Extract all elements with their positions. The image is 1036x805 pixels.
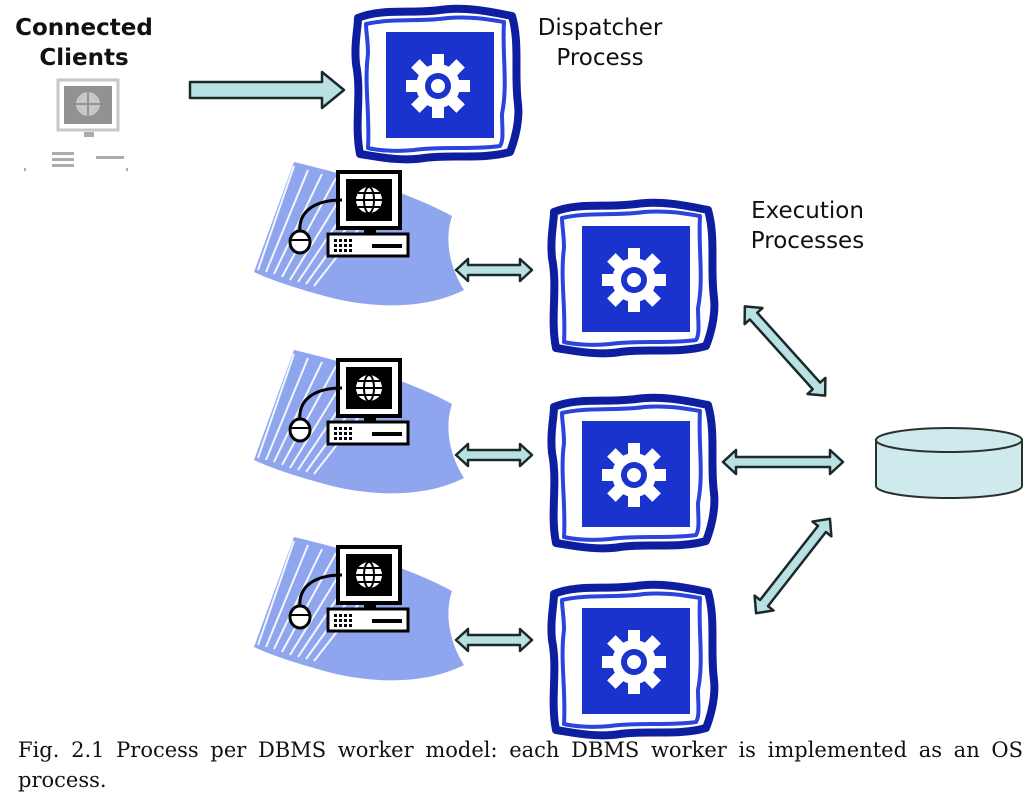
execution-processes-label-text: Execution Processes (750, 198, 865, 254)
connected-clients-label: Connected Clients (4, 13, 164, 73)
dispatcher-process-label: Dispatcher Process (515, 13, 685, 73)
clients-to-dispatcher-arrow (188, 70, 346, 110)
process-db-arrow-2 (721, 448, 845, 476)
dispatcher-process-icon (355, 9, 518, 160)
execution-process-icon-2 (551, 398, 714, 549)
worker-client-icon-2 (252, 348, 466, 496)
execution-processes-label: Execution Processes (725, 196, 890, 256)
execution-process-icon-3 (551, 585, 714, 736)
process-db-arrow-1 (734, 297, 836, 405)
connected-clients-icon (24, 78, 128, 171)
client-process-arrow-1 (454, 257, 534, 283)
execution-process-icon-1 (551, 203, 714, 354)
client-process-arrow-3 (454, 627, 534, 653)
figure-caption: Fig. 2.1 Process per DBMS worker model: … (18, 738, 1023, 792)
worker-client-icon-3 (252, 535, 466, 683)
dispatcher-process-label-text: Dispatcher Process (537, 15, 663, 71)
process-db-arrow-3 (745, 510, 841, 622)
client-process-arrow-2 (454, 442, 534, 468)
database-disk-icon (875, 427, 1023, 499)
connected-clients-label-text: Connected Clients (15, 15, 153, 71)
worker-client-icon-1 (252, 160, 466, 308)
